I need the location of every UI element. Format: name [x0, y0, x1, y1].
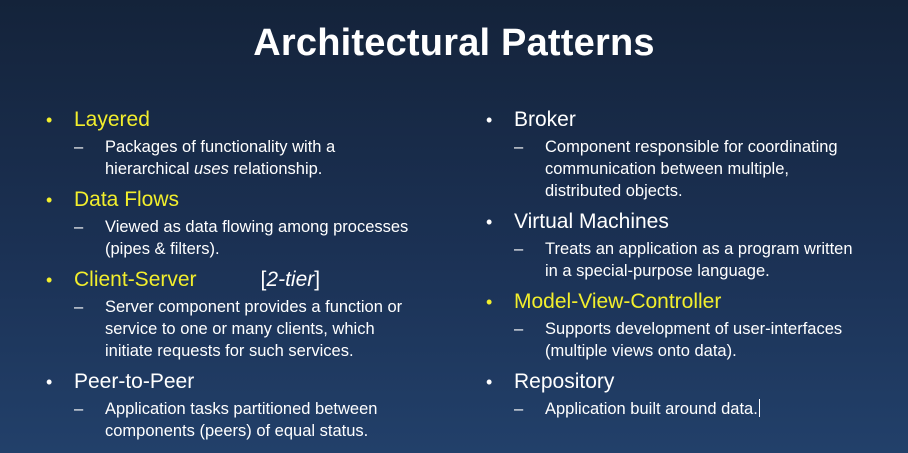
- bullet-icon: •: [486, 110, 493, 130]
- pattern-layered: • Layered – Packages of functionality wi…: [46, 106, 466, 180]
- pattern-repository: • Repository – Application built around …: [486, 368, 896, 420]
- dash-icon: –: [74, 218, 84, 236]
- bullet-icon: •: [486, 372, 493, 392]
- pattern-description: Viewed as data flowing among processes (…: [105, 218, 409, 258]
- text-cursor: [758, 399, 760, 417]
- dash-icon: –: [514, 240, 524, 258]
- tier-annotation: [2-tier]: [260, 268, 321, 291]
- pattern-data-flows: • Data Flows – Viewed as data flowing am…: [46, 186, 466, 260]
- pattern-label: Virtual Machines: [514, 210, 669, 233]
- bullet-icon: •: [46, 190, 53, 210]
- dash-icon: –: [74, 298, 84, 316]
- pattern-label: Model-View-Controller: [514, 290, 722, 313]
- pattern-label: Layered: [74, 108, 150, 131]
- right-column: • Broker – Component responsible for coo…: [486, 106, 896, 420]
- bullet-icon: •: [46, 110, 53, 130]
- left-column: • Layered – Packages of functionality wi…: [46, 106, 466, 442]
- pattern-description: Component responsible for coordinating c…: [545, 138, 838, 200]
- dash-icon: –: [514, 320, 524, 338]
- pattern-virtual-machines: • Virtual Machines – Treats an applicati…: [486, 208, 896, 282]
- bullet-icon: •: [46, 270, 53, 290]
- pattern-broker: • Broker – Component responsible for coo…: [486, 106, 896, 202]
- pattern-label: Data Flows: [74, 188, 180, 211]
- pattern-client-server: • Client-Server [2-tier] – Server compon…: [46, 266, 466, 362]
- dash-icon: –: [514, 138, 524, 156]
- pattern-description: Supports development of user-interfaces …: [545, 320, 843, 360]
- pattern-label: Client-Server: [74, 268, 197, 291]
- bullet-icon: •: [486, 292, 493, 312]
- pattern-description: Packages of functionality with a hierarc…: [105, 138, 336, 178]
- pattern-description: Treats an application as a program writt…: [545, 240, 853, 280]
- dash-icon: –: [514, 400, 524, 418]
- pattern-label: Peer-to-Peer: [74, 370, 195, 393]
- bullet-icon: •: [486, 212, 493, 232]
- pattern-label: Repository: [514, 370, 615, 393]
- pattern-description: Application built around data.: [545, 399, 760, 418]
- pattern-description: Server component provides a function or …: [105, 298, 403, 360]
- dash-icon: –: [74, 138, 84, 156]
- pattern-description: Application tasks partitioned between co…: [105, 400, 378, 440]
- pattern-label: Broker: [514, 108, 576, 131]
- slide-title: Architectural Patterns: [253, 22, 655, 64]
- dash-icon: –: [74, 400, 84, 418]
- pattern-model-view-controller: • Model-View-Controller – Supports devel…: [486, 288, 896, 362]
- pattern-peer-to-peer: • Peer-to-Peer – Application tasks parti…: [46, 368, 466, 442]
- bullet-icon: •: [46, 372, 53, 392]
